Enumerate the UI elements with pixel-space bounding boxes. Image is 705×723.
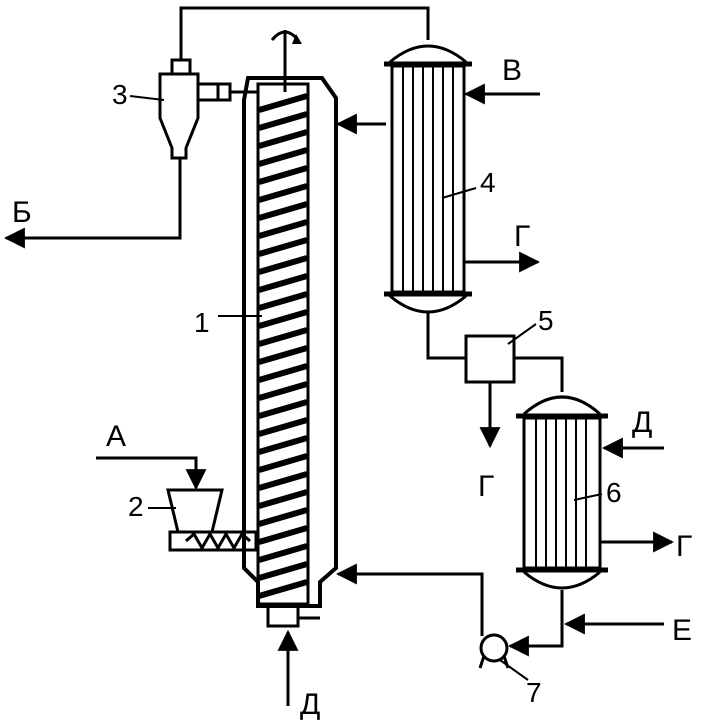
screw-flight: [258, 183, 308, 203]
label-1: 1: [194, 307, 210, 338]
feeder-2: [96, 456, 258, 552]
label-V: В: [502, 54, 522, 87]
screw-flight: [258, 525, 308, 545]
screw-flight: [258, 255, 308, 275]
screw-flight: [258, 381, 308, 401]
screw-flight: [258, 399, 308, 419]
screw-flight: [258, 219, 308, 239]
pump-7: [335, 563, 664, 669]
screw-flight: [258, 129, 308, 149]
screw-flight: [258, 345, 308, 365]
cyclone-3: [3, 6, 430, 249]
condenser-4-tubes: [402, 66, 454, 292]
screw-flight: [258, 453, 308, 473]
label-G-6: Г: [676, 530, 692, 563]
separator-5: [426, 312, 564, 449]
screw-flight: [258, 273, 308, 293]
label-6: 6: [606, 477, 622, 508]
screw-flight: [258, 417, 308, 437]
screw-flight: [258, 237, 308, 257]
condenser-6: [516, 395, 675, 590]
label-5: 5: [538, 305, 554, 336]
screw-flight: [258, 489, 308, 509]
screw-flight: [258, 561, 308, 581]
screw-flight: [258, 309, 308, 329]
label-A: А: [106, 420, 126, 453]
label-E: Е: [672, 614, 692, 647]
label-D-bottom: Д: [300, 688, 320, 721]
screw-flight: [258, 201, 308, 221]
screw-flight: [258, 507, 308, 527]
label-7: 7: [526, 677, 542, 708]
label-G-4: Г: [514, 220, 530, 253]
screw-flight: [258, 327, 308, 347]
label-B: Б: [12, 196, 32, 229]
label-3: 3: [112, 79, 128, 110]
label-4: 4: [480, 167, 496, 198]
screw-flight: [258, 93, 308, 113]
screw-flight: [258, 291, 308, 311]
screw-flight: [258, 543, 308, 563]
screw-flight: [258, 579, 308, 599]
label-D-right: Д: [632, 406, 652, 439]
condenser-4: [335, 44, 541, 314]
screw-flight: [258, 471, 308, 491]
leader-lines: [129, 95, 603, 681]
column-1: [216, 30, 338, 628]
condenser-6-tubes: [535, 418, 587, 568]
screw-flight: [258, 435, 308, 455]
label-2: 2: [128, 491, 144, 522]
screw-flights: [258, 93, 308, 599]
screw-flight: [258, 111, 308, 131]
screw-flight: [258, 147, 308, 167]
label-G-5: Г: [478, 470, 494, 503]
screw-flight: [258, 165, 308, 185]
screw-flight: [258, 363, 308, 383]
